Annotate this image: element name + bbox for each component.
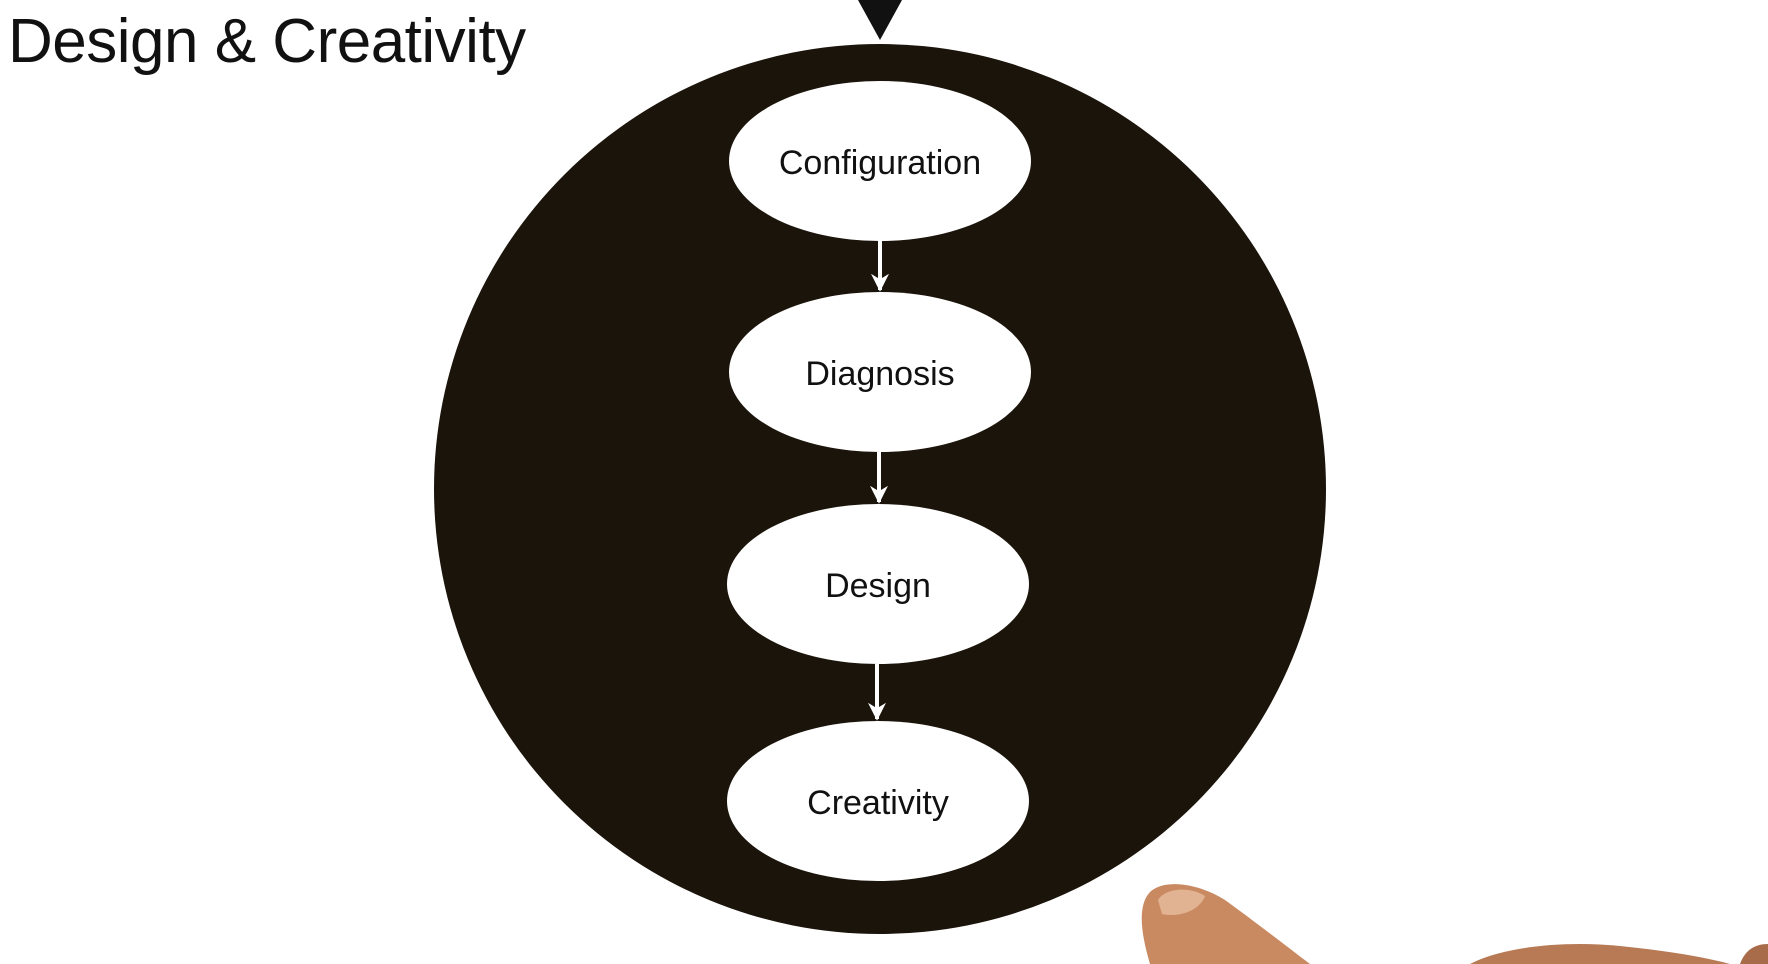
node-ellipse bbox=[729, 292, 1031, 452]
node-label-creativity: Creativity bbox=[807, 784, 949, 822]
node-ellipse bbox=[727, 721, 1029, 881]
node-configuration: Configuration bbox=[729, 81, 1031, 241]
node-label-diagnosis: Diagnosis bbox=[805, 355, 954, 393]
node-ellipse bbox=[729, 81, 1031, 241]
node-label-configuration: Configuration bbox=[779, 144, 981, 182]
node-creativity: Creativity bbox=[727, 721, 1029, 881]
node-ellipse bbox=[727, 504, 1029, 664]
top-pointer-triangle bbox=[858, 0, 902, 40]
node-diagnosis: Diagnosis bbox=[729, 292, 1031, 452]
page-title: Design & Creativity bbox=[8, 7, 526, 76]
presenter-hand-image bbox=[1141, 884, 1768, 964]
node-label-design: Design bbox=[825, 567, 931, 605]
node-design: Design bbox=[727, 504, 1029, 664]
